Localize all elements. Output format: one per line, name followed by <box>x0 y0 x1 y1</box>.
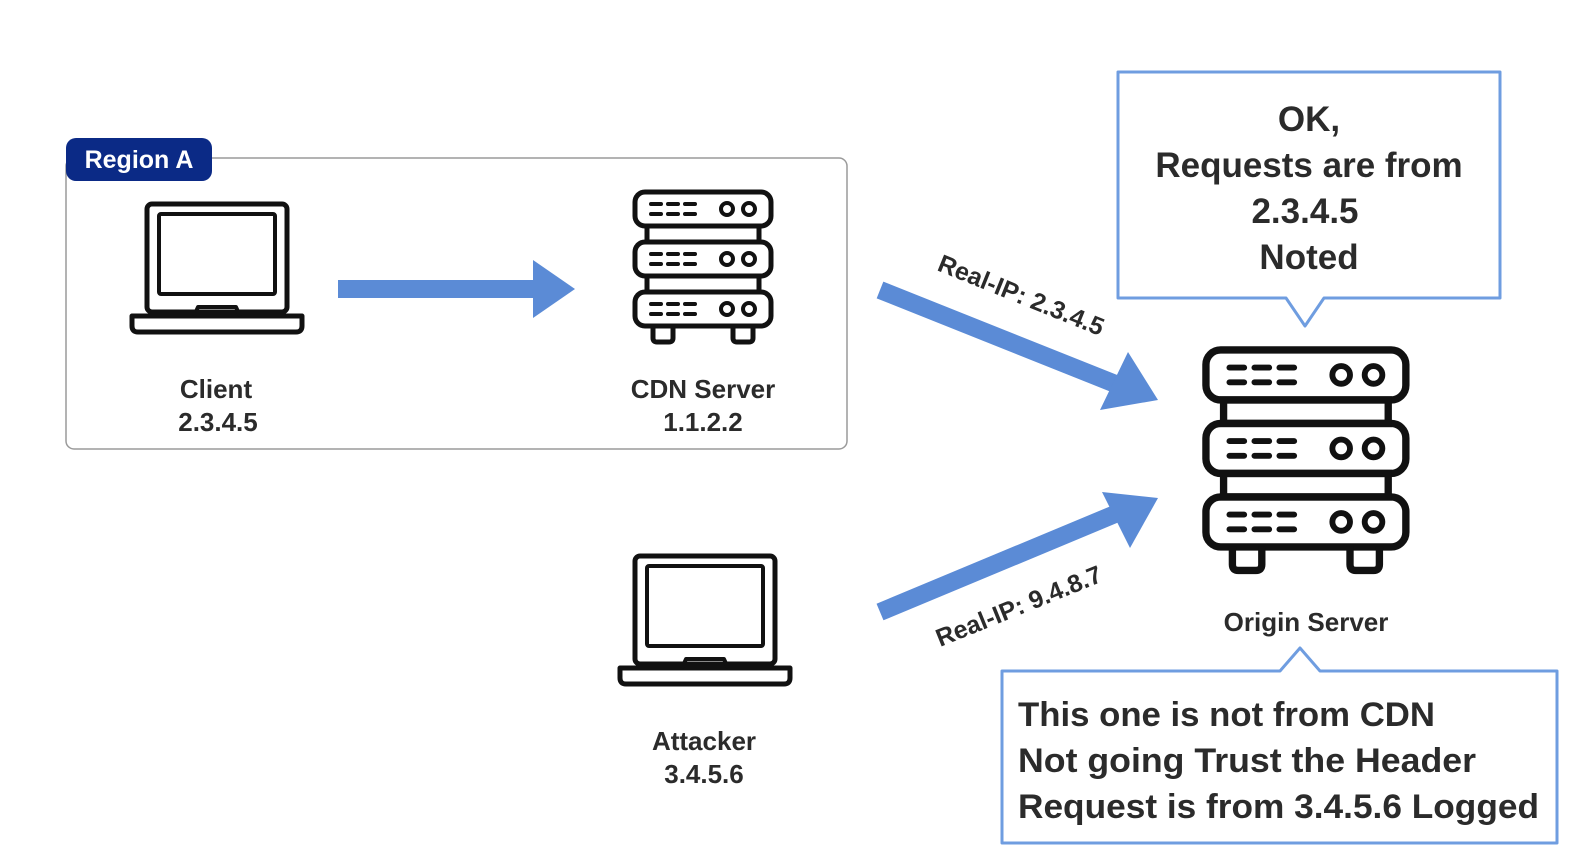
client-name: Client <box>180 374 253 404</box>
cdn-to-origin-arrow: Real-IP: 2.3.4.5 <box>876 250 1158 410</box>
bubble-top-line-1: OK, <box>1278 100 1340 139</box>
attacker-to-origin-arrow: Real-IP: 9.4.8.7 <box>876 492 1158 653</box>
region-label: Region A <box>85 146 194 174</box>
bubble-bottom-line-2: Not going Trust the Header <box>1018 742 1476 780</box>
origin-name: Origin Server <box>1224 607 1389 637</box>
bubble-bottom-line-1: This one is not from CDN <box>1018 696 1435 734</box>
laptop-icon <box>620 556 790 684</box>
server-rack-icon <box>1206 350 1406 571</box>
region-a: Region A <box>65 138 848 450</box>
origin-node: Origin Server <box>1206 350 1406 637</box>
bubble-top-line-2: Requests are from <box>1155 146 1462 185</box>
speech-bubble-top: OK, Requests are from 2.3.4.5 Noted <box>1116 70 1502 328</box>
server-rack-icon <box>635 192 771 342</box>
attacker-node: Attacker 3.4.5.6 <box>620 556 790 789</box>
bubble-top-line-3: 2.3.4.5 <box>1251 192 1358 231</box>
region-badge: Region A <box>66 138 212 181</box>
attacker-name: Attacker <box>652 726 756 756</box>
cdn-name: CDN Server <box>631 374 776 404</box>
client-to-cdn-arrow <box>338 260 575 318</box>
bubble-bottom-line-3: Request is from 3.4.5.6 Logged <box>1018 788 1539 826</box>
attacker-ip: 3.4.5.6 <box>664 759 744 789</box>
client-node: Client 2.3.4.5 <box>132 204 302 437</box>
speech-bubble-bottom: This one is not from CDN Not going Trust… <box>1000 646 1559 845</box>
cdn-ip: 1.1.2.2 <box>663 407 743 437</box>
bubble-top-line-4: Noted <box>1259 238 1358 277</box>
laptop-icon <box>132 204 302 332</box>
cdn-node: CDN Server 1.1.2.2 <box>631 192 776 437</box>
client-ip: 2.3.4.5 <box>178 407 258 437</box>
